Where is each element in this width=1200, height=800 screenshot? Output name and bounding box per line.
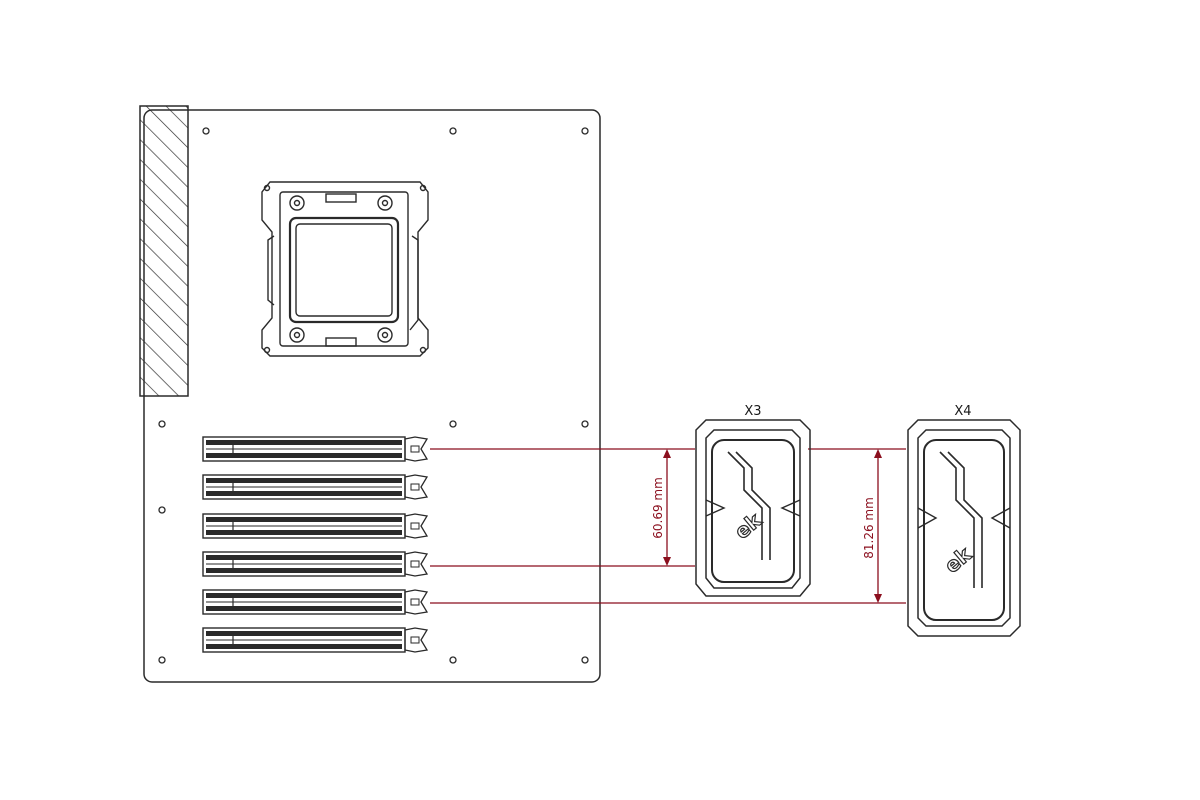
mounting-hole — [449, 127, 457, 135]
pcie-slot — [202, 513, 429, 539]
dimension-label-x3: 60.69 mm — [651, 477, 665, 539]
mounting-hole — [581, 420, 589, 428]
mounting-hole — [449, 420, 457, 428]
bridge-label-x4: X4 — [954, 404, 971, 419]
motherboard-outline — [143, 109, 601, 683]
pcie-slot — [202, 589, 429, 615]
mounting-hole — [581, 656, 589, 664]
io-shield-hatch — [139, 105, 189, 397]
mounting-hole — [581, 127, 589, 135]
dimension-label-x4: 81.26 mm — [862, 497, 876, 559]
mounting-hole — [158, 656, 166, 664]
gpu-bridge-x3: ek — [695, 419, 811, 597]
ek-logo-icon: ek — [730, 508, 767, 544]
pcie-slot — [202, 551, 429, 577]
mounting-hole — [158, 506, 166, 514]
mounting-hole — [158, 420, 166, 428]
pcie-slot — [202, 436, 429, 462]
mounting-hole — [449, 656, 457, 664]
mounting-holes — [158, 127, 589, 664]
dimension-lines — [430, 448, 906, 604]
pcie-slot — [202, 627, 429, 653]
cpu-socket — [261, 181, 429, 357]
mounting-hole — [202, 127, 210, 135]
gpu-bridge-x4: ek — [907, 419, 1021, 637]
dimension-arrowheads — [663, 449, 882, 603]
pcie-slot — [202, 474, 429, 500]
pcie-slots — [202, 436, 429, 653]
ek-logo-icon: ek — [940, 542, 977, 578]
bridge-label-x3: X3 — [744, 404, 761, 419]
